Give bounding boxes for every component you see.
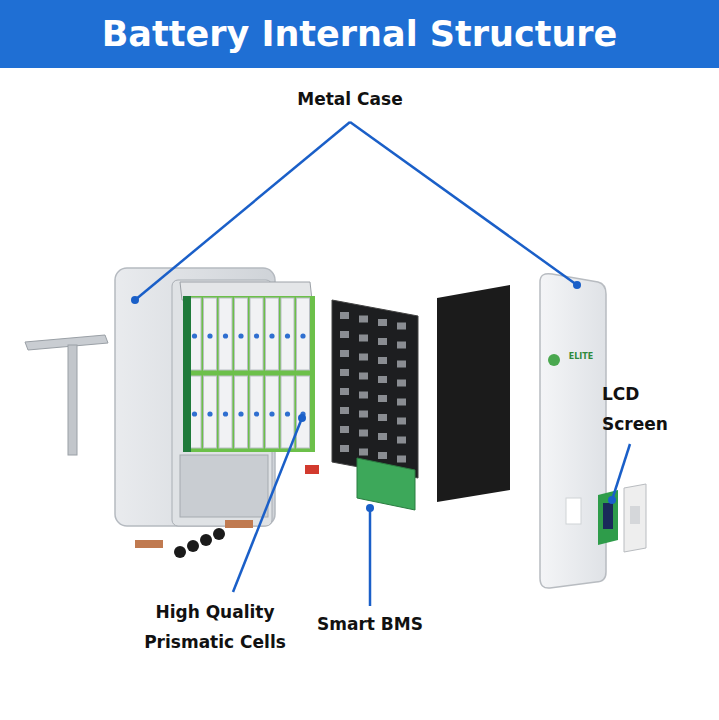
part-label: LCD Screen — [602, 380, 702, 440]
cell — [219, 376, 232, 448]
cell-vent — [238, 411, 243, 416]
wall-bracket — [25, 335, 108, 455]
cell — [297, 376, 310, 448]
bms-chip — [340, 350, 349, 357]
bms-chip — [397, 418, 406, 425]
bms-chip — [397, 456, 406, 463]
bms-board — [332, 300, 418, 510]
bms-chip — [359, 430, 368, 437]
cell-vent — [269, 333, 274, 338]
rear-case — [115, 268, 312, 526]
cell — [266, 376, 279, 448]
bms-chip — [397, 323, 406, 330]
bms-chip — [378, 395, 387, 402]
bms-chip — [340, 388, 349, 395]
cell-vent — [285, 333, 290, 338]
cell — [281, 376, 294, 448]
insulation-sheet — [437, 285, 510, 502]
cell-vent — [269, 411, 274, 416]
cell-vent — [192, 333, 197, 338]
bms-chip — [359, 316, 368, 323]
bms-chip — [359, 335, 368, 342]
bms-chip — [340, 331, 349, 338]
lcd-module — [598, 484, 646, 552]
bms-chip — [340, 312, 349, 319]
bms-chip — [378, 357, 387, 364]
bms-components — [340, 312, 406, 463]
cell — [204, 376, 217, 448]
cell — [235, 298, 248, 370]
cell — [281, 298, 294, 370]
cell-vent — [223, 411, 228, 416]
bms-chip — [340, 426, 349, 433]
front-panel — [540, 274, 606, 588]
bms-chip — [397, 380, 406, 387]
leader-lines — [135, 122, 630, 606]
cell-vent — [254, 333, 259, 338]
cell — [235, 376, 248, 448]
bms-chip — [359, 373, 368, 380]
cell-vent — [285, 411, 290, 416]
leader-dots — [131, 281, 616, 512]
cell — [266, 298, 279, 370]
bms-chip — [378, 452, 387, 459]
cell-vent — [254, 411, 259, 416]
bms-chip — [378, 414, 387, 421]
bms-chip — [340, 407, 349, 414]
cell-vent — [207, 333, 212, 338]
cell-wrap — [183, 296, 315, 374]
terminals — [135, 465, 319, 558]
bms-chip — [397, 342, 406, 349]
bms-chip — [397, 361, 406, 368]
cell-vent — [223, 333, 228, 338]
cell-vent — [300, 333, 305, 338]
bms-chip — [378, 338, 387, 345]
prismatic-cells — [183, 296, 315, 452]
bms-chip — [359, 411, 368, 418]
bms-chip — [359, 354, 368, 361]
cell — [297, 298, 310, 370]
cell-vent — [238, 333, 243, 338]
bms-chip — [378, 433, 387, 440]
title-text: Battery Internal Structure — [0, 10, 719, 58]
cell — [204, 298, 217, 370]
cell — [219, 298, 232, 370]
part-label: High Quality Prismatic Cells — [130, 598, 300, 658]
bms-chip — [397, 399, 406, 406]
cell-vent — [207, 411, 212, 416]
cell — [250, 376, 263, 448]
bms-chip — [378, 376, 387, 383]
part-label: Metal Case — [270, 85, 430, 115]
bms-chip — [359, 392, 368, 399]
bms-chip — [359, 449, 368, 456]
part-label: Smart BMS — [300, 610, 440, 640]
bms-chip — [378, 319, 387, 326]
cell-wrap — [183, 374, 315, 452]
bms-chip — [397, 437, 406, 444]
bms-chip — [340, 369, 349, 376]
bms-chip — [340, 445, 349, 452]
cell-strap — [183, 296, 191, 452]
logo-text: ELITE — [561, 352, 601, 362]
cell — [250, 298, 263, 370]
cell-vent — [192, 411, 197, 416]
